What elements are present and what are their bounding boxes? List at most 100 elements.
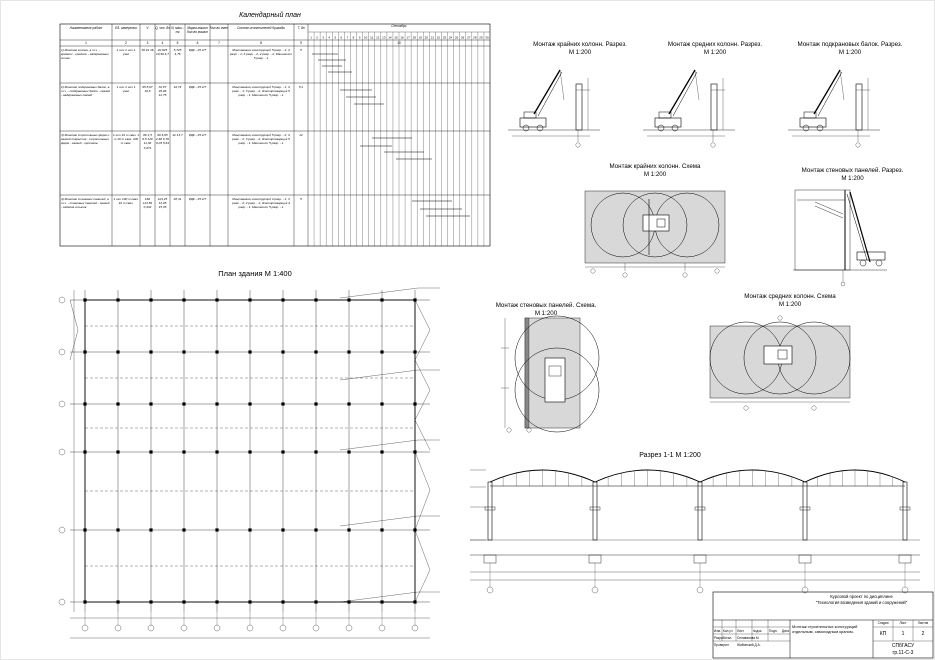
plan-column xyxy=(347,298,351,302)
plan-column xyxy=(182,528,186,532)
section-axis-bubble xyxy=(696,586,704,594)
scheme-edge-columns xyxy=(584,190,726,278)
plan-column xyxy=(347,450,351,454)
stamp-role-sign: Подп. xyxy=(769,629,778,633)
plan-column xyxy=(182,350,186,354)
schedule-header-number: 6 xyxy=(196,41,199,45)
schedule-header-number: 3 xyxy=(146,41,149,45)
plan-column xyxy=(149,298,153,302)
schedule-cell-t: 5,1 xyxy=(298,85,304,89)
schedule-header-cell: Марка машин Кол-во машин xyxy=(187,26,208,34)
schedule-cell-q: 101,25 12,05 15,35 xyxy=(157,197,168,210)
view-title-edge-columns-scheme: Монтаж крайних колонн. Схема xyxy=(609,163,701,170)
schedule-cell-v: 66 1,5 6,5 120 11,36 3,071 xyxy=(142,133,153,150)
schedule-header-number: 8 xyxy=(260,41,262,45)
plan-column xyxy=(380,528,384,532)
schedule-header-cell: N, маш.-см xyxy=(171,26,184,34)
view-scale-crane-beams-section: М 1:200 xyxy=(838,49,862,56)
schedule-cell-t: 5 xyxy=(300,48,302,52)
stamp-sheets-label: Листов xyxy=(917,621,929,625)
plan-column xyxy=(380,298,384,302)
schedule-cell-n: 5,725 4,76 xyxy=(173,48,182,57)
schedule-cell-v: 65 8,67 16,8 xyxy=(142,85,153,94)
schedule-cell-q: 20,825 10,56 4,7 xyxy=(156,48,169,57)
schedule-header-cell: Q, чел.-дн xyxy=(155,26,170,30)
plan-column xyxy=(116,528,120,532)
schedule-header-number: 10 xyxy=(397,41,401,45)
plan-column xyxy=(116,450,120,454)
schedule-day-number: 3 xyxy=(322,36,324,40)
section-foundation xyxy=(483,554,497,564)
stamp-sheet-label: Лист xyxy=(899,621,907,625)
schedule-title: Календарный план xyxy=(239,12,301,19)
schedule-cell-units: 1 шт 1 шт 1 узел xyxy=(116,85,136,94)
schedule-header-number: 7 xyxy=(218,41,220,45)
schedule-day-number: 25 xyxy=(455,36,459,40)
plan-column xyxy=(380,600,384,604)
plan-callout xyxy=(339,439,419,451)
schedule-day-number: 2 xyxy=(316,36,318,40)
section-crane-beam xyxy=(694,506,706,511)
stamp-sheet: 1 xyxy=(901,631,905,637)
section-column xyxy=(902,481,908,541)
plan-column xyxy=(314,528,318,532)
schedule-cell-name: 2) Монтаж подкрановых балок, в т.ч. - по… xyxy=(61,85,111,98)
schedule-header-cell: Сентябрь xyxy=(391,24,407,28)
plan-column xyxy=(116,600,120,604)
plan-column xyxy=(380,350,384,354)
plan-column xyxy=(116,350,120,354)
schedule-header-number: 2 xyxy=(125,41,127,45)
plan-axis-bubble xyxy=(58,348,66,356)
view-scale-edge-columns-section: М 1:200 xyxy=(568,49,592,56)
schedule-columns xyxy=(111,24,309,246)
schedule-day-number: 10 xyxy=(364,36,368,40)
building-plan xyxy=(58,287,440,639)
schedule-cell-v: 166 113,56 0,432 xyxy=(142,197,153,210)
title-block xyxy=(712,591,934,659)
plan-axis-bubble xyxy=(246,624,254,632)
view-title-crane-beams-section: Монтаж подкрановых балок. Разрез. xyxy=(797,41,903,48)
schedule-header-cell: Т, дн xyxy=(297,26,305,30)
plan-axis-bubble xyxy=(180,624,188,632)
plan-column xyxy=(215,450,219,454)
plan-axis-bubble xyxy=(147,624,155,632)
plan-column xyxy=(83,350,87,354)
scheme-middle-columns xyxy=(709,315,851,411)
section-foundation xyxy=(898,554,912,564)
stamp-role-doc: №док. xyxy=(753,629,763,633)
stamp-sheets: 2 xyxy=(921,631,925,637)
schedule-day-number: 8 xyxy=(353,36,355,40)
plan-column xyxy=(83,298,87,302)
plan-column xyxy=(380,402,384,406)
schedule-cell-crew: Монтажники конструкций 5 разр. - 2; 4 ра… xyxy=(232,133,290,146)
schedule-cell-units: 1 шт 10 т связ. 1 т 10 т связ. 100 т свя… xyxy=(113,133,139,146)
section-column xyxy=(697,481,703,541)
schedule-day-number: 1 xyxy=(310,36,312,40)
view-scale-edge-columns-scheme: М 1:200 xyxy=(643,171,667,178)
schedule-cell-n: 28,31 xyxy=(173,197,182,201)
plan-column xyxy=(182,450,186,454)
schedule-header-number: 5 xyxy=(176,41,179,45)
schedule-cell-machine: РДК - 25 2/7 xyxy=(188,48,207,52)
plan-column xyxy=(248,402,252,406)
plan-column xyxy=(281,450,285,454)
schedule-cell-t: 5 xyxy=(300,197,302,201)
plan-column xyxy=(149,350,153,354)
schedule-header-cell: Состав исполнителей бригады xyxy=(236,26,286,30)
plan-column xyxy=(215,402,219,406)
plan-column xyxy=(182,298,186,302)
schedule-day-number: 27 xyxy=(467,36,471,40)
view-title-middle-columns-scheme: Монтаж средних колонн. Схема xyxy=(744,293,836,300)
schedule-day-number: 24 xyxy=(449,36,453,40)
plan-column xyxy=(347,402,351,406)
schedule-cell-crew: Монтажники конструкций 4 разр. - 1; 3 ра… xyxy=(232,197,290,210)
section-title: Разрез 1-1 М 1:200 xyxy=(639,452,701,459)
stamp-developer-role: Разработал xyxy=(714,636,732,640)
plan-column xyxy=(380,450,384,454)
scheme-wall-panels xyxy=(501,315,600,433)
plan-column xyxy=(116,402,120,406)
plan-column xyxy=(248,298,252,302)
plan-column xyxy=(281,528,285,532)
